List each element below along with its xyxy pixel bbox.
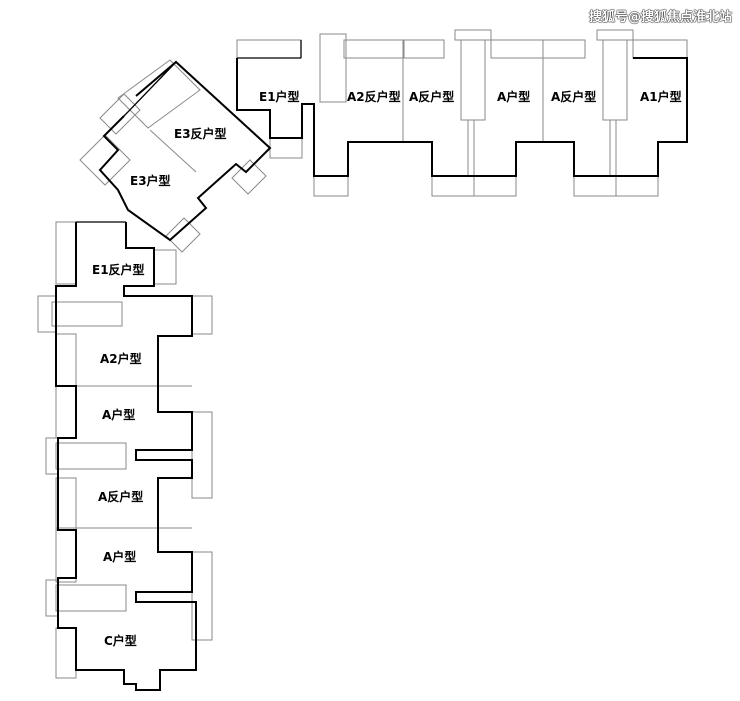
unit-label-e1: E1户型	[259, 89, 300, 104]
unit-label-a-reverse-top-1: A反户型	[409, 89, 454, 104]
unit-labels: E1户型 A2反户型 A反户型 A户型 A反户型 A1户型 E3反户型 E3户型…	[92, 89, 682, 648]
diagonal-wing	[79, 59, 272, 253]
unit-label-a-reverse-left: A反户型	[98, 489, 143, 504]
unit-label-e1-reverse: E1反户型	[92, 262, 145, 277]
left-wing	[37, 221, 213, 691]
unit-label-a-top: A户型	[497, 89, 530, 104]
unit-label-a2-reverse: A2反户型	[347, 89, 401, 104]
unit-label-a-reverse-top-2: A反户型	[551, 89, 596, 104]
unit-label-e3-reverse: E3反户型	[174, 126, 227, 141]
unit-label-a2: A2户型	[100, 351, 142, 366]
unit-label-e3: E3户型	[130, 173, 171, 188]
watermark-text: 搜狐号@搜狐焦点淮北站	[588, 10, 732, 25]
top-wing	[236, 29, 688, 197]
unit-label-a-left-2: A户型	[103, 549, 136, 564]
unit-label-a-left-1: A户型	[102, 407, 135, 422]
unit-label-a1: A1户型	[640, 89, 682, 104]
unit-label-c: C户型	[104, 633, 137, 648]
